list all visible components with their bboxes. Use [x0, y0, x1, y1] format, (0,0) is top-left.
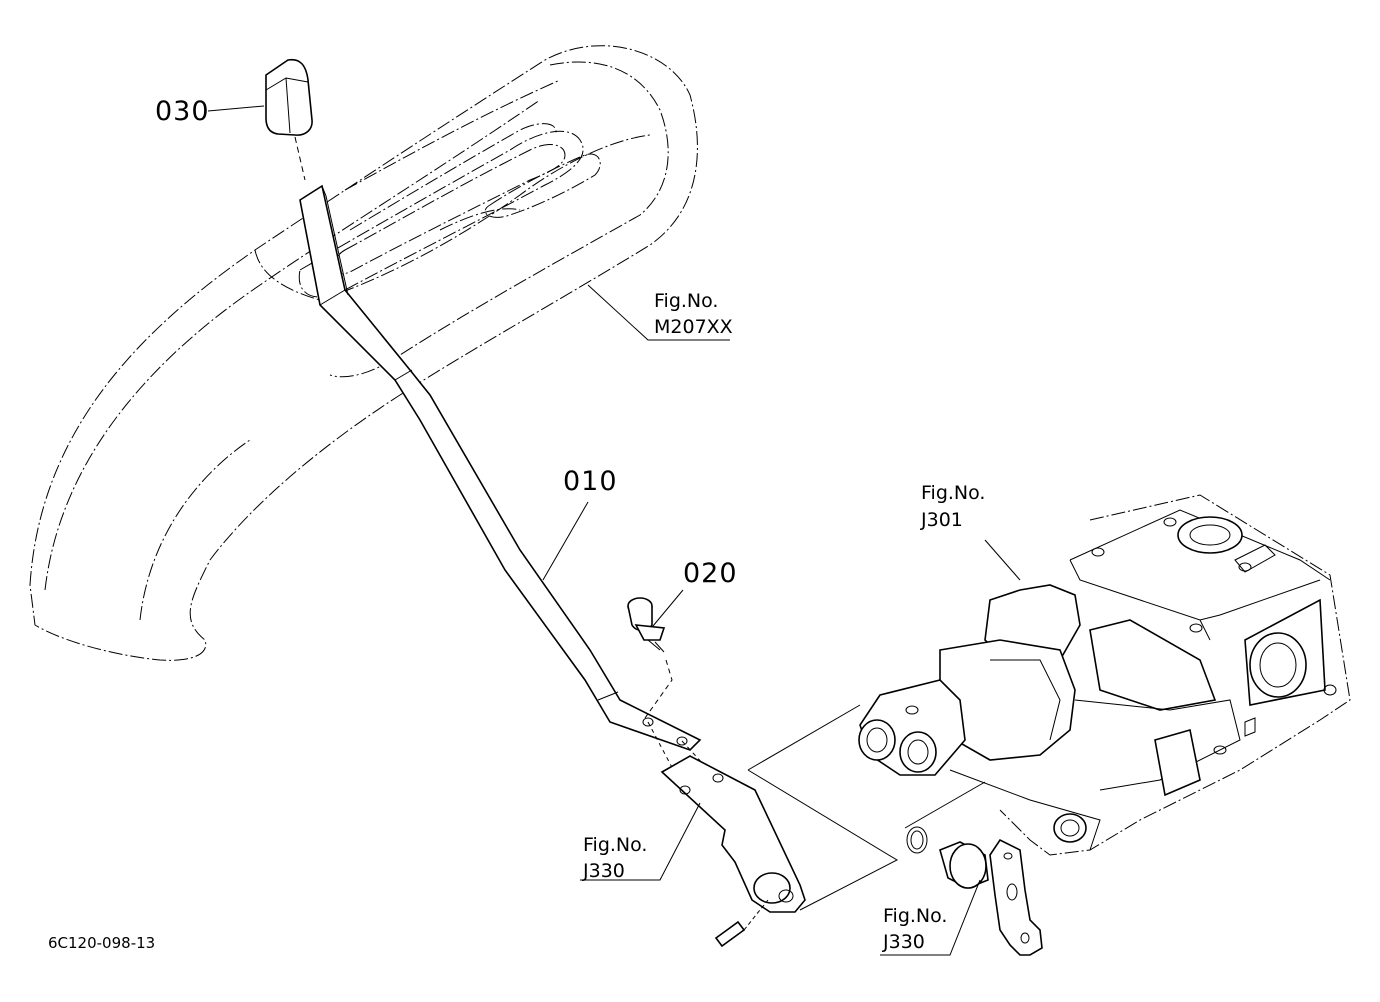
drawing-code: 6C120-098-13 — [48, 934, 155, 952]
bracket-assembly-lines — [747, 704, 899, 911]
valve-body-j301 — [858, 494, 1351, 856]
grip-centerline — [294, 136, 306, 181]
part-label-020: 020 — [683, 558, 738, 589]
bracket-j330-left — [660, 755, 806, 948]
lever-rod-010 — [299, 184, 702, 751]
fig-ref-j330-right-title: Fig.No. — [883, 905, 947, 927]
bolt-020 — [627, 597, 666, 653]
fig-ref-m207xx-title: Fig.No. — [654, 290, 718, 312]
rod-hole-upper — [642, 717, 654, 727]
fig-ref-j330-right-number: J330 — [882, 931, 925, 953]
fender-outline — [29, 45, 698, 661]
rod-hole-lower — [676, 736, 688, 746]
fig-ref-j330-left-number: J330 — [582, 860, 625, 882]
fig-ref-j301-title: Fig.No. — [921, 482, 985, 504]
fig-ref-j330-left-title: Fig.No. — [583, 834, 647, 856]
part-label-030: 030 — [155, 96, 210, 127]
part-label-010: 010 — [563, 466, 618, 497]
leader-lines — [207, 105, 1021, 956]
fig-ref-j301-number: J301 — [920, 509, 963, 531]
fig-ref-m207xx-number: M207XX — [654, 316, 733, 338]
shaft-assembly-line — [904, 781, 986, 829]
shaft-arm-j330-right — [906, 826, 1043, 956]
bolt-centerline — [644, 659, 673, 719]
lever-grip-030 — [265, 58, 313, 136]
